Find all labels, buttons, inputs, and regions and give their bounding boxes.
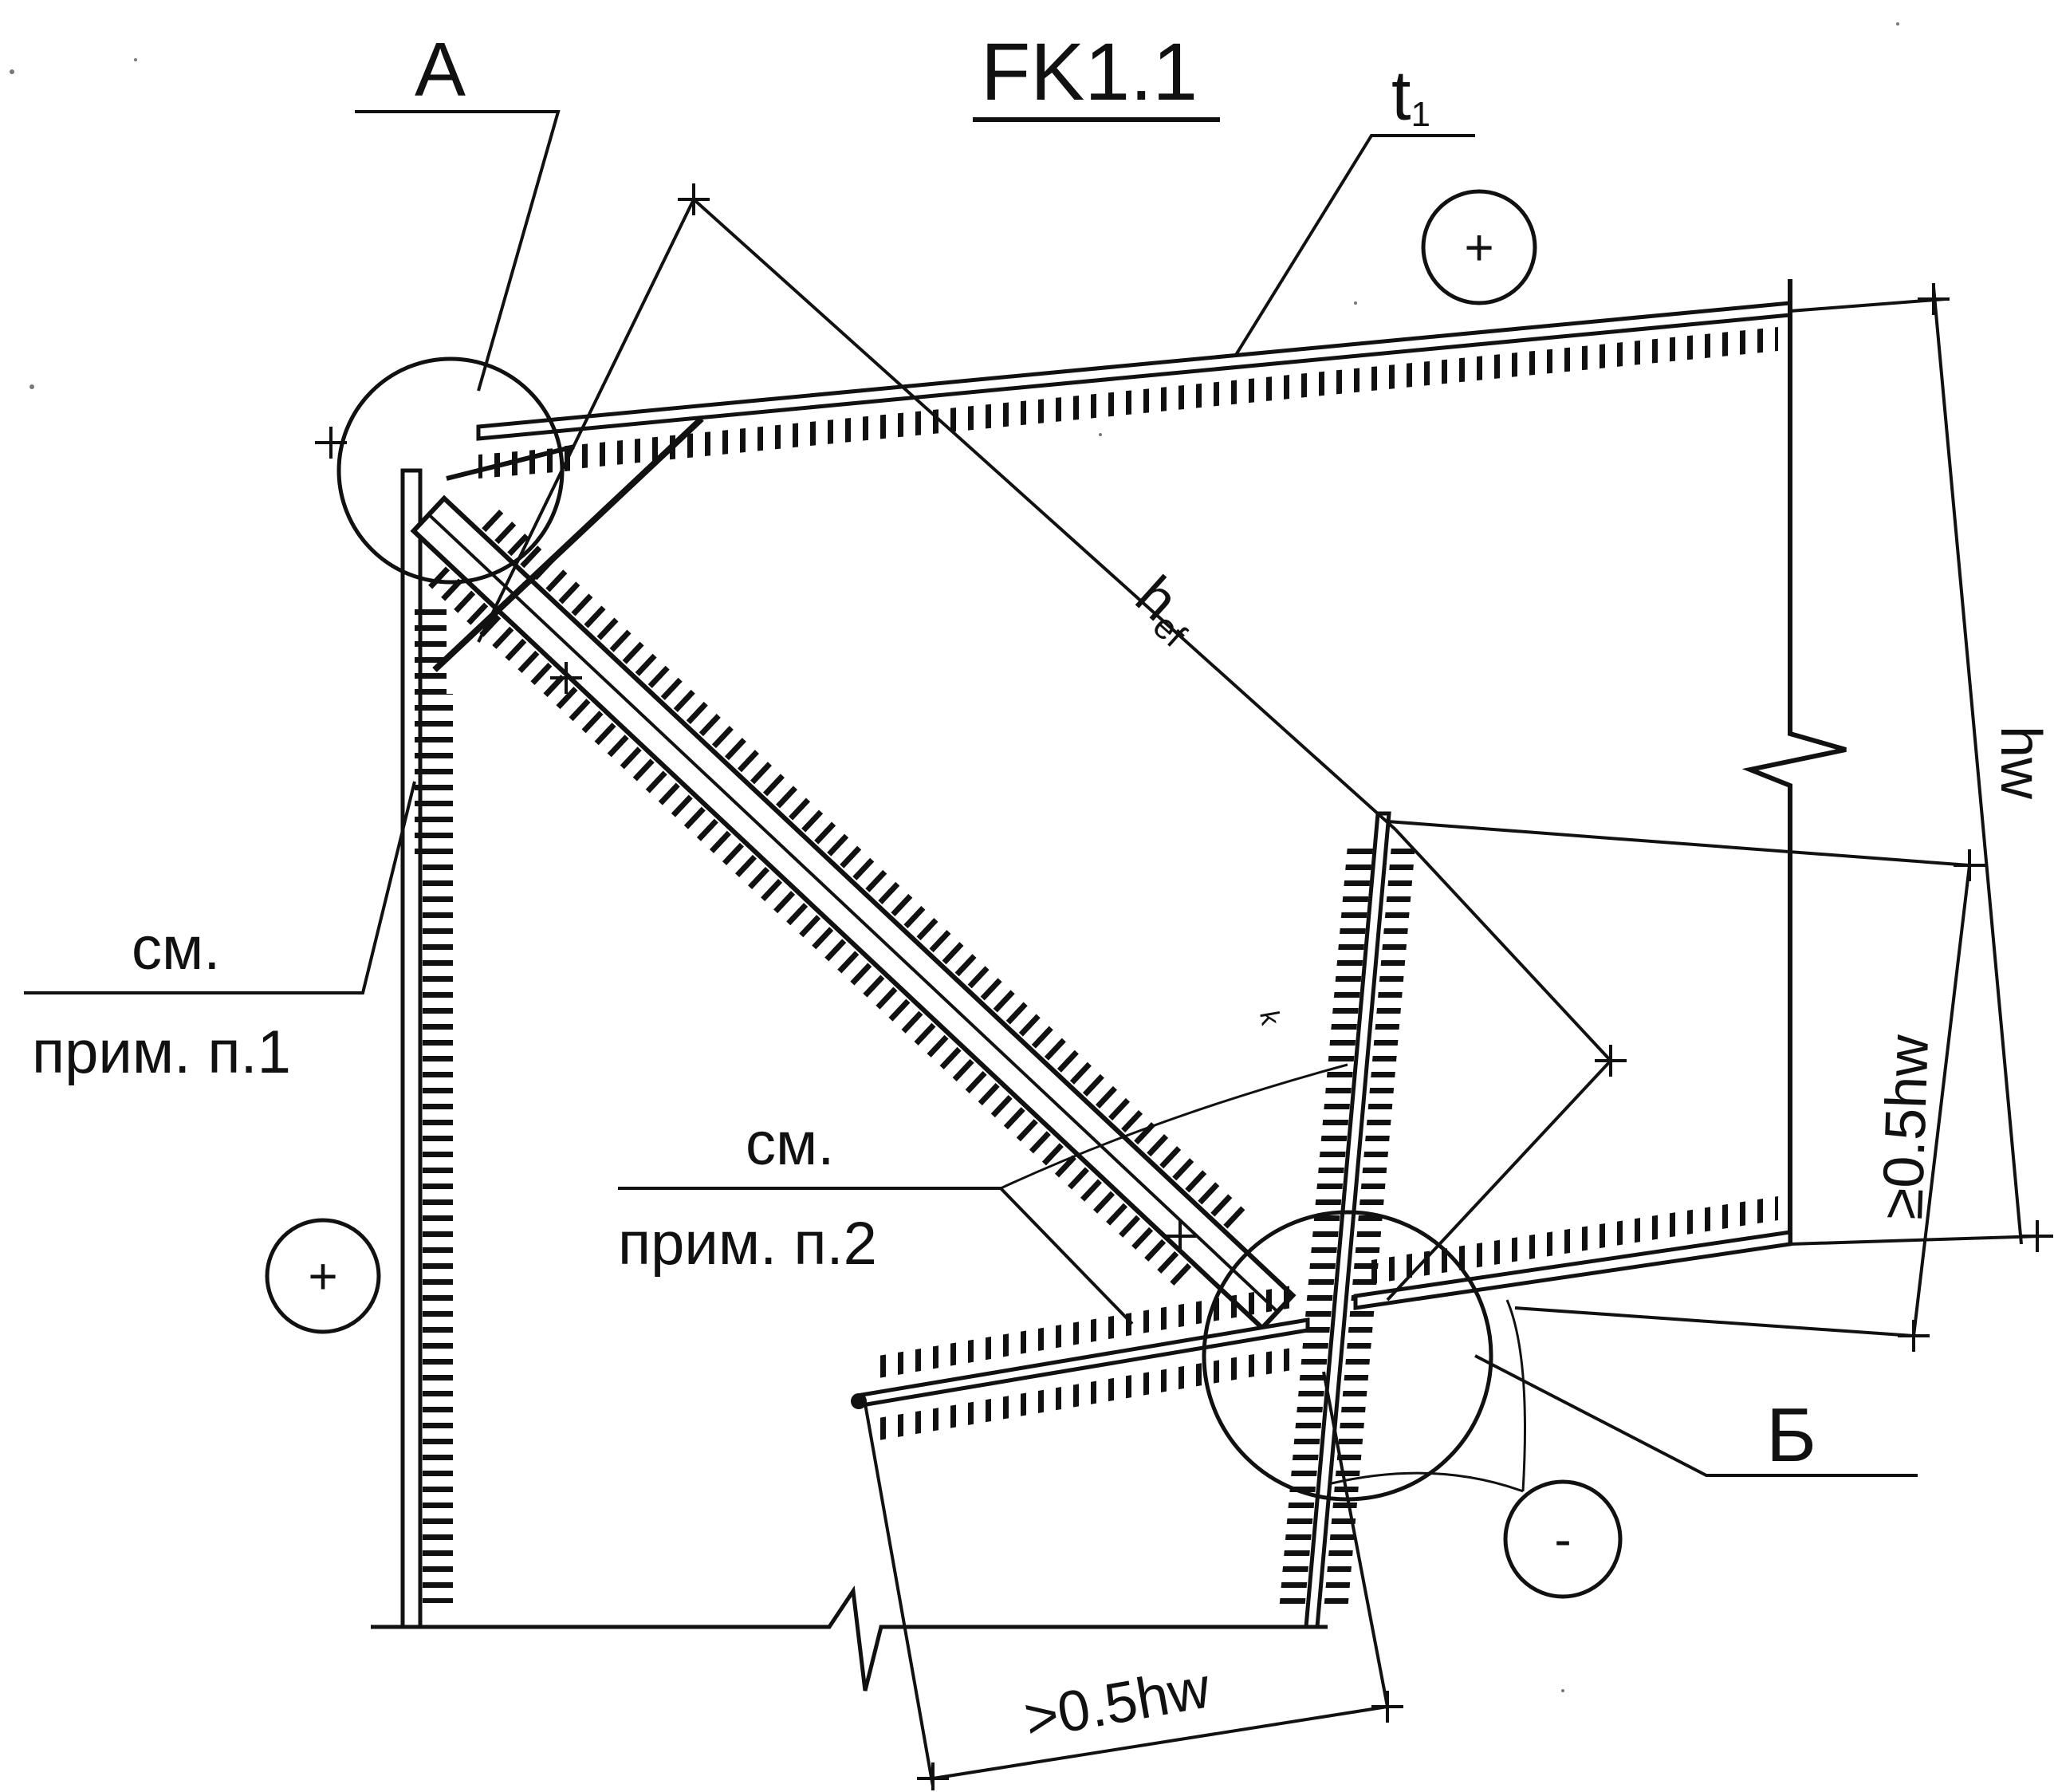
sign-left-plus: +: [265, 1218, 381, 1334]
half-hw-right-dimension: [1387, 820, 1985, 1352]
label-dim-bottom: >0.5hw: [1020, 1656, 1215, 1751]
label-t-sub: 1: [1411, 95, 1430, 134]
label-t: t: [1391, 56, 1411, 135]
inner-stiffener-weld-left: [1279, 845, 1373, 1611]
sign-top-plus-text: +: [1464, 219, 1493, 276]
diagonal-plate-centerline: [427, 513, 1279, 1313]
inner-stiffener-plate: [1304, 811, 1391, 1629]
diagonal-weld-upper: [475, 504, 1249, 1233]
leader-t1: [1234, 134, 1475, 356]
inner-vertical-stiffener: [1279, 811, 1415, 1629]
label-dim-right: ≥0.5hw: [1871, 1033, 1941, 1220]
note-2-line2: прим. п.2: [618, 1210, 877, 1278]
top-flange-plate: [476, 301, 1792, 441]
label-effective-height: hef: [1122, 564, 1213, 655]
leader-a: [355, 110, 561, 392]
leader-note-2-b: [1000, 1063, 1348, 1190]
diagonal-weld-lower: [422, 561, 1196, 1290]
leader-minus: [1505, 1299, 1526, 1492]
note-1-line2: прим. п.1: [32, 1018, 291, 1086]
label-flange-thickness: t1: [1391, 56, 1430, 135]
bottom-rafter-weld: [1371, 1196, 1778, 1284]
label-node-a: А: [415, 27, 466, 112]
note-1-line1: см.: [132, 915, 220, 983]
leader-b: [1474, 1354, 1918, 1477]
lower-short-stiffener: [851, 1286, 1310, 1442]
top-flange-weld: [558, 327, 1778, 471]
sign-bottom-minus: -: [1503, 1479, 1623, 1599]
label-node-b: Б: [1766, 1392, 1816, 1478]
note-2-line1: см.: [746, 1110, 834, 1178]
bottom-break-line: [371, 1585, 1328, 1692]
leader-lines: [24, 110, 1918, 1493]
sign-top-plus: +: [1421, 189, 1537, 305]
label-web-height: hw: [1989, 726, 2052, 800]
leader-note-1: [24, 781, 416, 994]
lower-stiffener-weld-top: [869, 1286, 1292, 1380]
drawing-title: FK1.1: [981, 26, 1198, 117]
hef-dimension: [477, 183, 1627, 1302]
sign-bottom-minus-text: -: [1554, 1510, 1571, 1568]
label-k: k: [1253, 1009, 1286, 1028]
hw-dimension: [1789, 283, 2053, 1252]
diagonal-stiffener: [410, 494, 1297, 1332]
upper-left-stiffeners: [415, 416, 704, 861]
bottom-rafter-flange: [1353, 1196, 1792, 1310]
half-hw-bottom-dimension: [864, 1371, 1403, 1790]
lower-stiffener-weld-bot: [869, 1348, 1292, 1442]
right-break-line: [1741, 279, 1847, 1244]
inner-stiffener-weld-right: [1324, 845, 1415, 1611]
leader-minus-b: [1331, 1471, 1524, 1493]
scan-specks: [10, 22, 1899, 1692]
sign-left-plus-text: +: [308, 1247, 337, 1305]
